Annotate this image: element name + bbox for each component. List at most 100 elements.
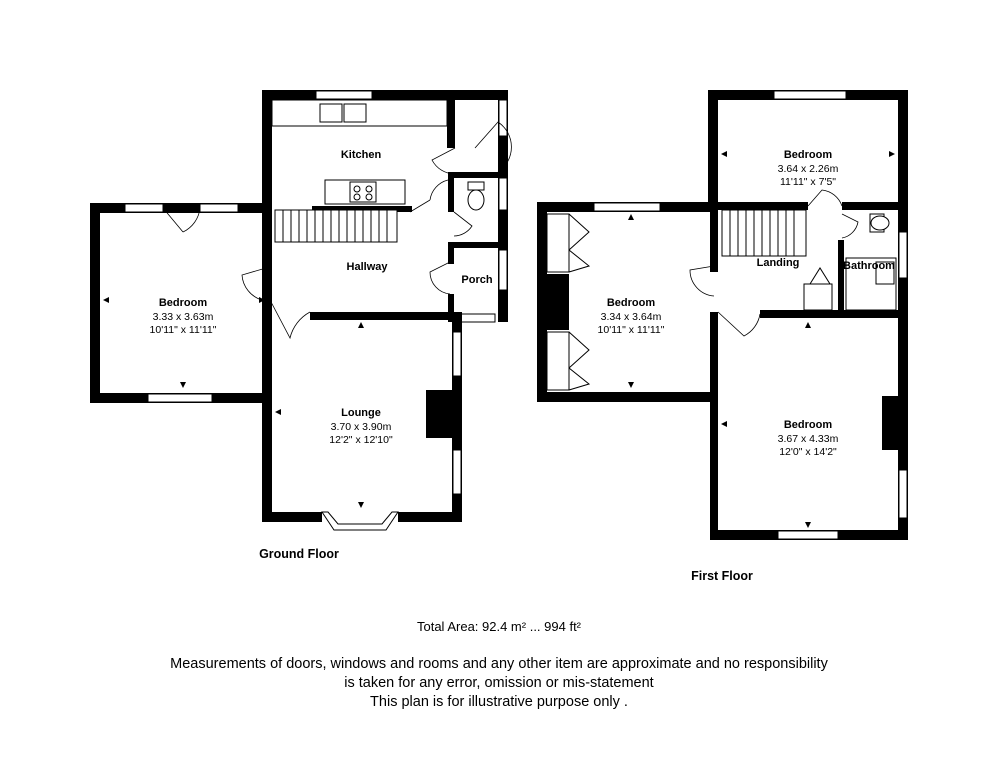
door-swing bbox=[431, 147, 456, 175]
room-name-ground-bedroom: Bedroom bbox=[159, 297, 208, 309]
room-name-bathroom: Bathroom bbox=[843, 260, 895, 272]
door-swing bbox=[241, 267, 267, 301]
window bbox=[898, 231, 908, 279]
room-dim-m-ground-bedroom: 3.33 x 3.63m bbox=[153, 311, 214, 323]
wall bbox=[448, 172, 506, 178]
wardrobe bbox=[546, 213, 570, 273]
wall bbox=[262, 90, 272, 300]
window bbox=[498, 177, 508, 211]
window bbox=[773, 90, 847, 100]
room-dim-ft-first-bedroom-right: 12'0" x 14'2" bbox=[779, 446, 837, 458]
room-dim-m-first-bedroom-left: 3.34 x 3.64m bbox=[601, 311, 662, 323]
disclaimer-line-3: This plan is for illustrative purpose on… bbox=[370, 694, 628, 710]
door-swing bbox=[269, 299, 311, 340]
dimension-arrow bbox=[805, 322, 811, 328]
hob-ring bbox=[365, 185, 373, 193]
room-name-kitchen: Kitchen bbox=[341, 149, 382, 161]
room-name-lounge: Lounge bbox=[341, 407, 381, 419]
total-area: Total Area: 92.4 m² ... 994 ft² bbox=[416, 619, 582, 634]
wall bbox=[448, 172, 454, 212]
wall bbox=[448, 248, 454, 264]
stairs bbox=[274, 209, 398, 243]
window bbox=[452, 449, 462, 495]
disclaimer-line-1: Measurements of doors, windows and rooms… bbox=[170, 656, 828, 672]
bay-window bbox=[321, 511, 399, 531]
window bbox=[452, 331, 462, 377]
room-dim-m-first-bedroom-top: 3.64 x 2.26m bbox=[778, 163, 839, 175]
wall bbox=[718, 202, 808, 210]
ground-floor-plan bbox=[90, 90, 512, 531]
toilet-bowl bbox=[870, 215, 890, 231]
room-dim-ft-first-bedroom-left: 10'11" x 11'11" bbox=[598, 324, 665, 336]
door-swing bbox=[474, 121, 512, 173]
room-name-landing: Landing bbox=[757, 257, 800, 269]
door-swing bbox=[689, 265, 715, 297]
wardrobe-door bbox=[568, 213, 591, 273]
wall bbox=[448, 294, 454, 322]
door-swing bbox=[807, 189, 843, 207]
hob-ring bbox=[353, 193, 361, 201]
dimension-arrow bbox=[275, 409, 281, 415]
room-name-first-bedroom-right: Bedroom bbox=[784, 419, 833, 431]
door-swing bbox=[453, 211, 473, 237]
chimney-breast bbox=[426, 390, 454, 438]
room-dim-ft-lounge: 12'2" x 12'10" bbox=[329, 434, 393, 446]
dimension-arrow bbox=[628, 214, 634, 220]
room-name-hallway: Hallway bbox=[347, 261, 389, 273]
toilet-bowl bbox=[467, 189, 485, 211]
hob bbox=[349, 181, 377, 203]
dimension-arrow bbox=[358, 502, 364, 508]
window bbox=[124, 203, 164, 213]
wall bbox=[452, 312, 462, 522]
wardrobe-door bbox=[568, 331, 591, 391]
window bbox=[498, 249, 508, 291]
disclaimer: Measurements of doors, windows and rooms… bbox=[0, 655, 998, 712]
sink bbox=[319, 103, 343, 123]
wall bbox=[710, 312, 718, 540]
window bbox=[498, 99, 508, 137]
door-swing bbox=[717, 311, 761, 337]
dimension-arrow bbox=[103, 297, 109, 303]
stairs bbox=[721, 209, 807, 257]
dimension-arrow bbox=[889, 151, 895, 157]
wall bbox=[448, 242, 506, 248]
door-swing bbox=[429, 261, 451, 295]
hob-ring bbox=[365, 193, 373, 201]
chimney-breast bbox=[547, 274, 569, 330]
window bbox=[898, 469, 908, 519]
door-swing bbox=[841, 213, 859, 239]
dimension-arrow bbox=[259, 297, 265, 303]
wardrobe bbox=[546, 331, 570, 391]
wall bbox=[708, 90, 718, 208]
wall bbox=[90, 203, 100, 403]
dimension-arrow bbox=[805, 522, 811, 528]
dimension-arrow bbox=[180, 382, 186, 388]
floor-label-ground: Ground Floor bbox=[259, 547, 339, 561]
wall bbox=[537, 202, 547, 402]
wall bbox=[262, 512, 322, 522]
hob-ring bbox=[353, 185, 361, 193]
wall bbox=[537, 392, 718, 402]
wall bbox=[842, 202, 898, 210]
door-swing bbox=[162, 207, 201, 233]
room-dim-m-first-bedroom-right: 3.67 x 4.33m bbox=[778, 433, 839, 445]
room-name-porch: Porch bbox=[461, 274, 492, 286]
room-dim-m-lounge: 3.70 x 3.90m bbox=[331, 421, 392, 433]
door-swing bbox=[409, 179, 449, 213]
dimension-arrow bbox=[358, 322, 364, 328]
window bbox=[147, 393, 213, 403]
dimension-arrow bbox=[628, 382, 634, 388]
disclaimer-line-2: is taken for any error, omission or mis-… bbox=[344, 675, 654, 691]
first-floor-plan bbox=[537, 90, 908, 540]
cupboard bbox=[803, 283, 833, 311]
room-dim-ft-first-bedroom-top: 11'11" x 7'5" bbox=[780, 176, 836, 188]
room-name-first-bedroom-left: Bedroom bbox=[607, 297, 656, 309]
wall bbox=[760, 310, 908, 318]
wall bbox=[398, 512, 462, 522]
window bbox=[593, 202, 661, 212]
floor-label-first: First Floor bbox=[691, 569, 753, 583]
wall bbox=[310, 312, 450, 320]
wall bbox=[710, 202, 718, 272]
window bbox=[199, 203, 239, 213]
